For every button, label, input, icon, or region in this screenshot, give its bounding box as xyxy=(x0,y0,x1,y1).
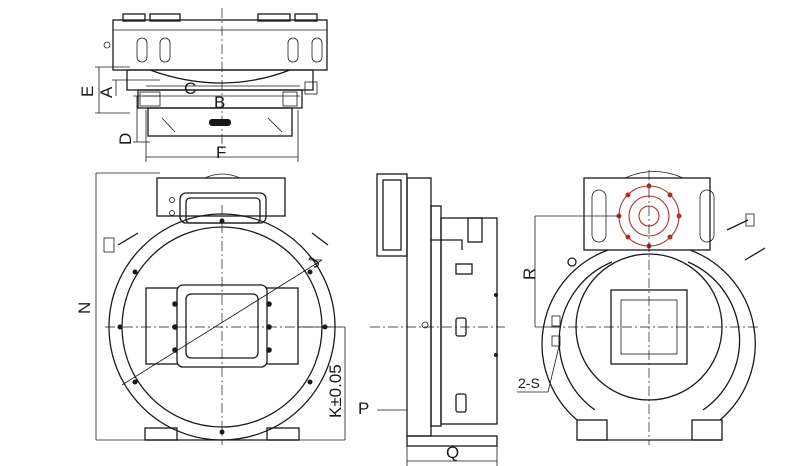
label-E: E xyxy=(78,86,97,97)
side-view: P Q xyxy=(358,173,505,466)
label-F: F xyxy=(216,143,226,162)
label-D: D xyxy=(116,133,135,145)
label-N: N xyxy=(75,302,94,314)
label-B: B xyxy=(214,93,225,112)
label-2S: 2-S xyxy=(518,375,540,391)
top-view: E A C B D F xyxy=(78,8,328,162)
label-R: R xyxy=(520,268,539,280)
front-view: N J K±0.05 xyxy=(75,172,346,445)
label-A: A xyxy=(97,86,116,98)
label-J: J xyxy=(304,253,324,271)
rear-view: R 2-S xyxy=(517,170,766,445)
label-P: P xyxy=(358,399,369,418)
label-Q: Q xyxy=(446,443,459,462)
label-C: C xyxy=(184,79,196,98)
label-K: K±0.05 xyxy=(326,364,345,418)
